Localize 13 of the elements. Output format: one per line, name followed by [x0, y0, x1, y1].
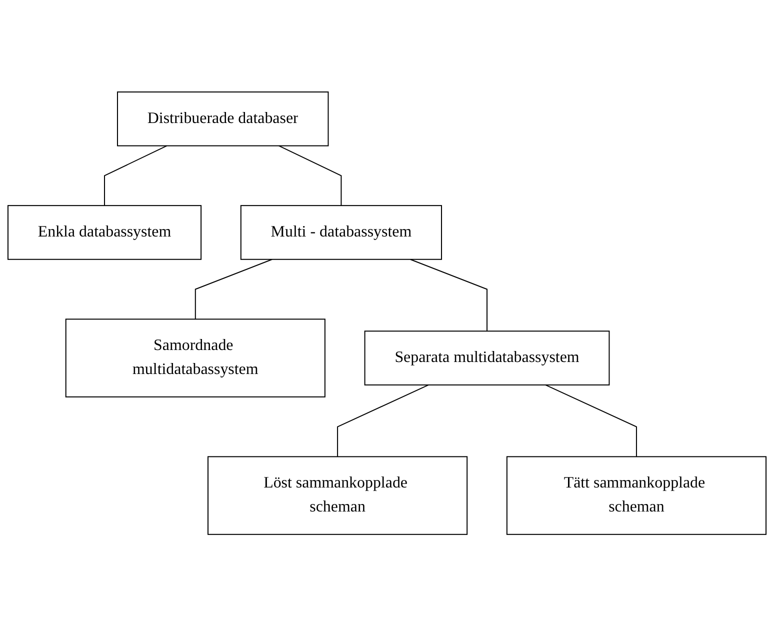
connector [194, 258, 273, 320]
node-box: Samordnade multidatabassystem [65, 318, 326, 398]
connector [410, 258, 488, 332]
connector [545, 384, 637, 457]
node-box: Separata multidatabassystem [364, 330, 610, 386]
node-box: Enkla databassystem [7, 204, 202, 260]
connector [104, 145, 168, 206]
node-box: Tätt sammankopplade scheman [506, 456, 767, 535]
node-box: Multi - databassystem [240, 204, 442, 260]
connector [337, 384, 430, 457]
connector [278, 145, 342, 206]
node-box: Distribuerade databaser [117, 91, 329, 146]
node-box: Löst sammankopplade scheman [208, 456, 468, 535]
